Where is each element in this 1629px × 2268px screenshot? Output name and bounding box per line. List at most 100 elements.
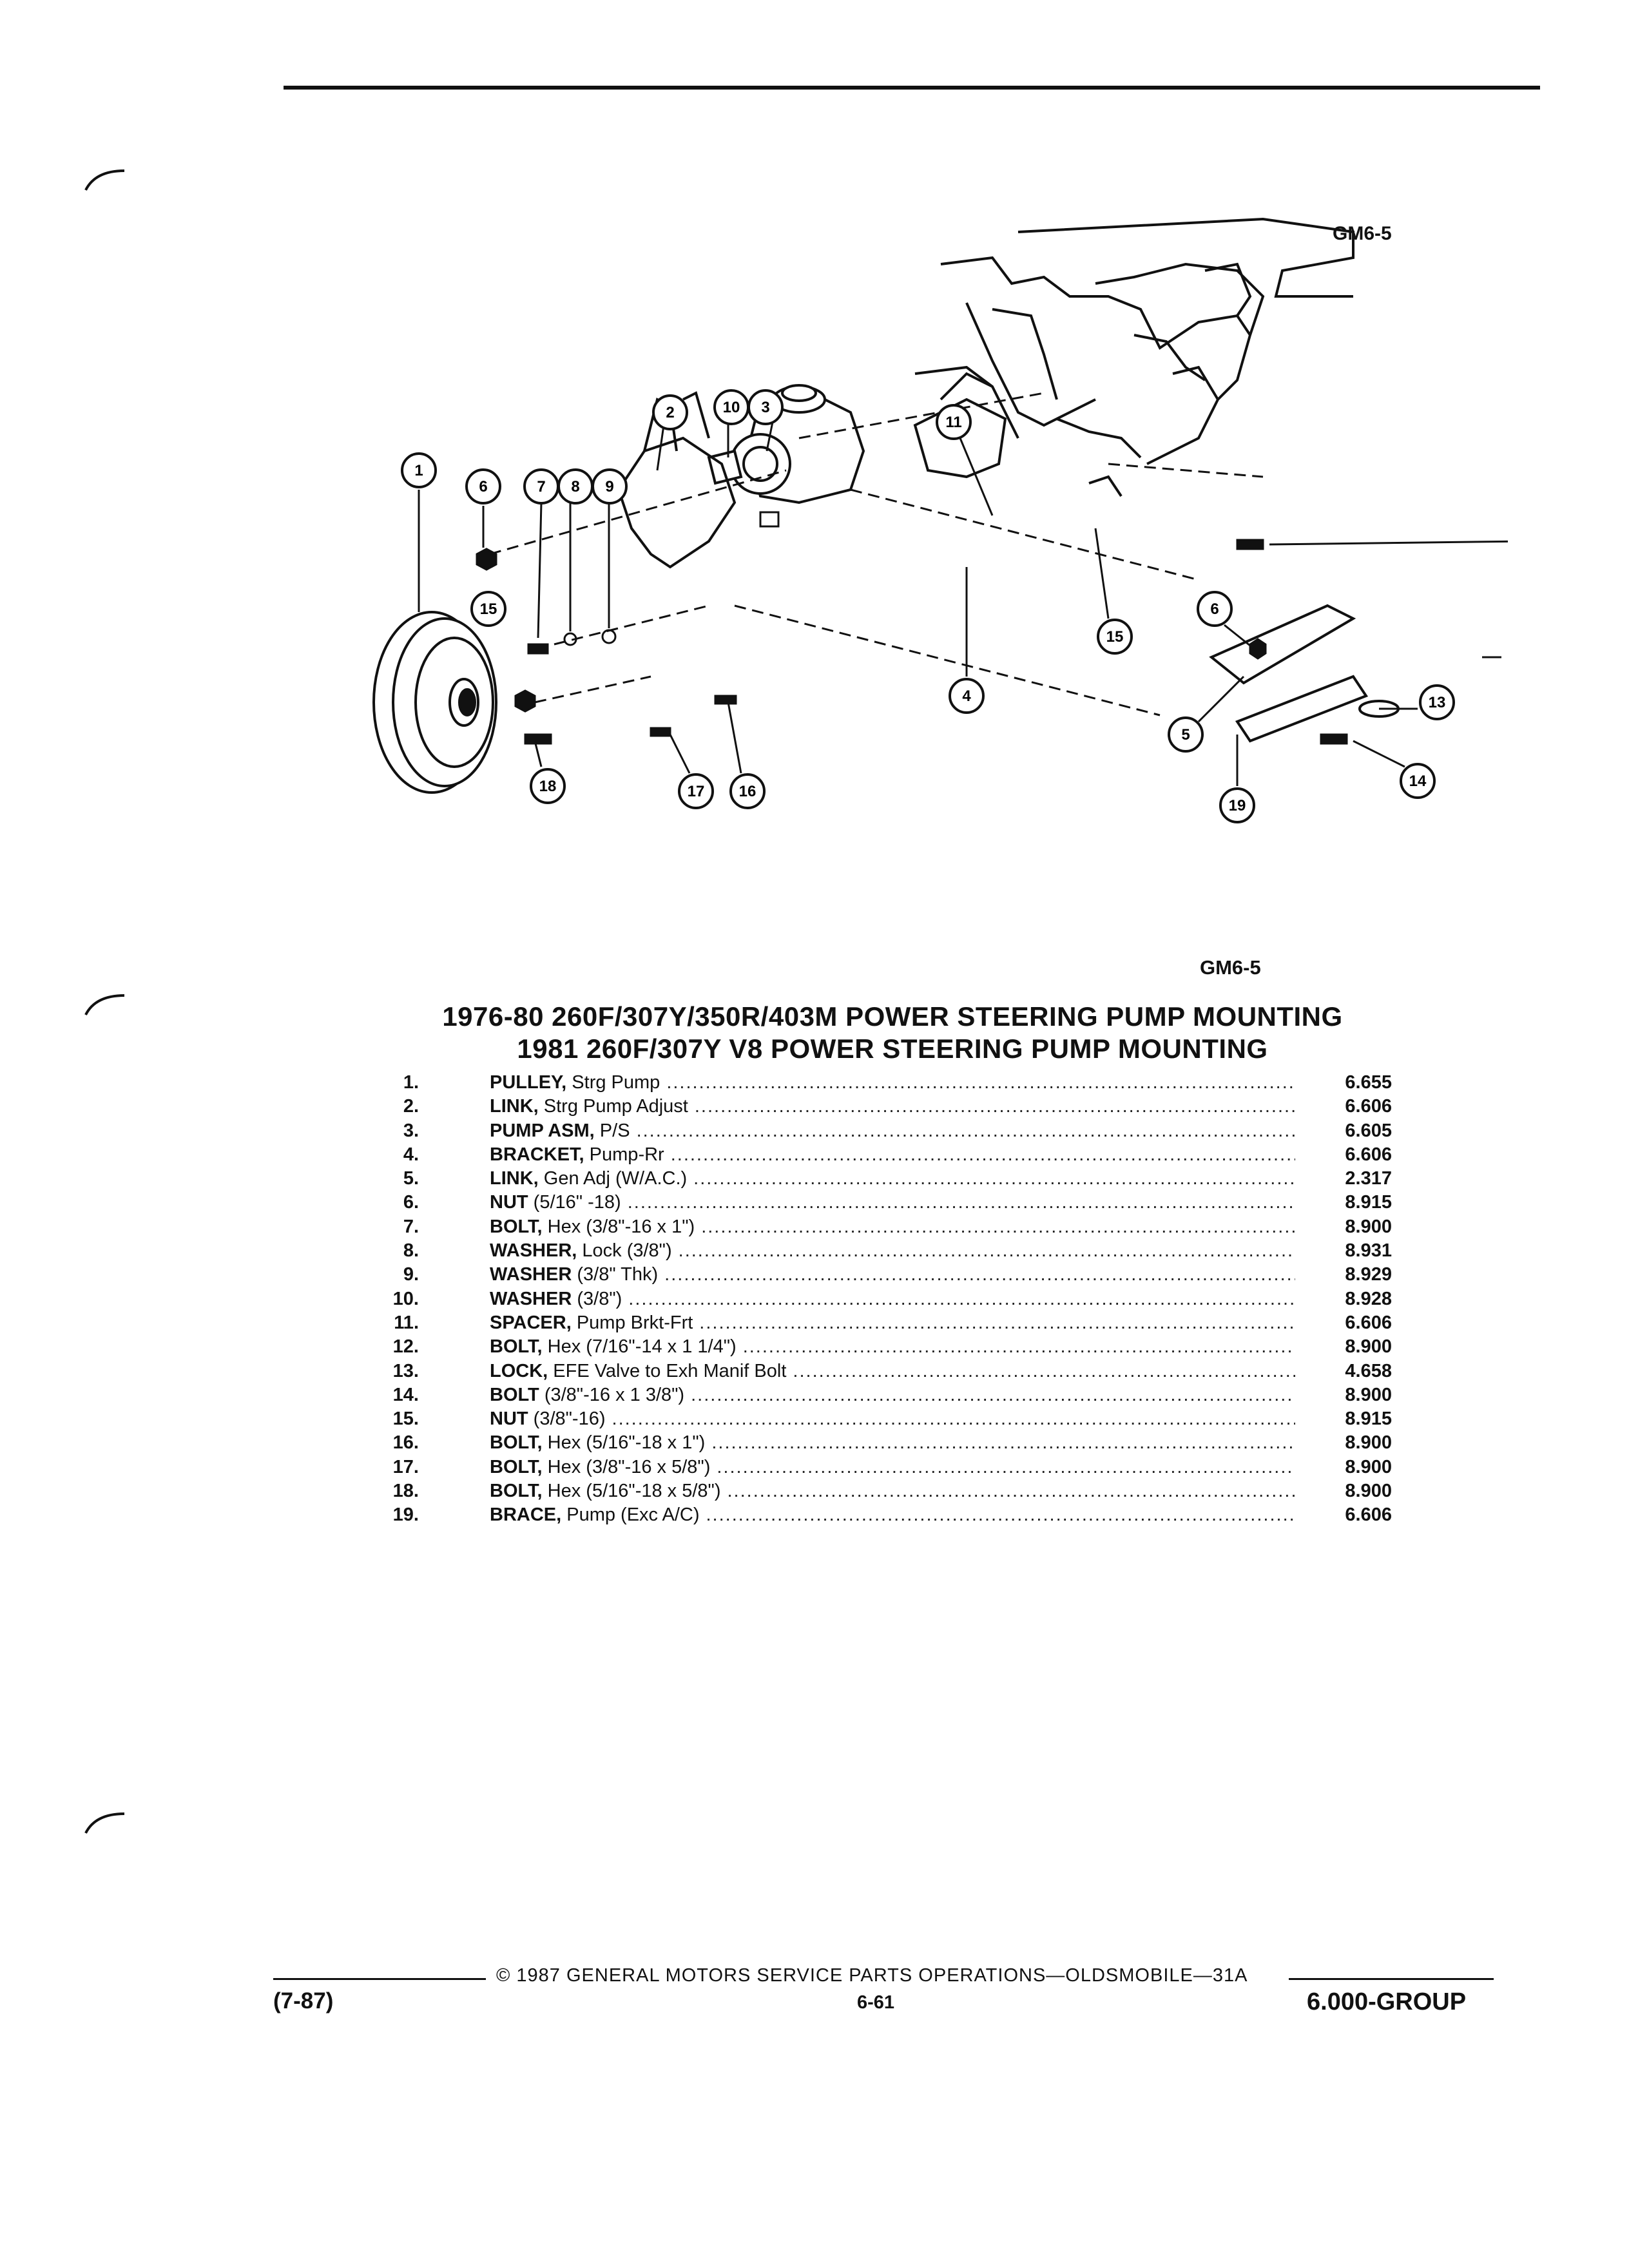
parts-row: 17.BOLT, Hex (3/8"-16 x 5/8")...........… <box>380 1457 1392 1481</box>
part-number: 15. <box>392 1408 419 1430</box>
callout-6: 6 <box>465 468 501 505</box>
part-detail: Hex (5/16"-18 x 5/8") <box>542 1481 721 1502</box>
svg-text:17: 17 <box>688 783 705 800</box>
adjust-link <box>1209 604 1400 743</box>
svg-text:18: 18 <box>539 778 557 795</box>
figure-code-top: GM6-5 <box>1333 223 1392 244</box>
part-detail: Gen Adj (W/A.C.) <box>538 1168 688 1189</box>
part-group-number: 6.606 <box>1345 1312 1392 1333</box>
part-description: LINK, Gen Adj (W/A.C.)..................… <box>490 1168 1295 1189</box>
section-title-2: 1981 260F/307Y V8 POWER STEERING PUMP MO… <box>517 1033 1268 1064</box>
part-number: 16. <box>392 1432 419 1454</box>
part-number: 2. <box>403 1096 419 1117</box>
parts-row: 8.WASHER, Lock (3/8")...................… <box>380 1240 1392 1264</box>
part-name: WASHER <box>490 1288 572 1309</box>
part-name: BOLT <box>490 1384 539 1405</box>
part-number: 17. <box>392 1456 419 1477</box>
part-description: BOLT, Hex (5/16"-18 x 5/8").............… <box>490 1481 1295 1502</box>
svg-text:9: 9 <box>605 478 613 495</box>
callout-9: 9 <box>592 468 628 505</box>
parts-row: 14.BOLT (3/8"-16 x 1 3/8")..............… <box>380 1385 1392 1408</box>
callout-4: 4 <box>949 678 985 714</box>
pulley <box>372 611 497 794</box>
part-name: BRACKET, <box>490 1144 584 1165</box>
svg-text:7: 7 <box>537 478 545 495</box>
part-description: BRACKET, Pump-Rr........................… <box>490 1144 1295 1166</box>
callout-1: 1 <box>401 452 437 488</box>
leader-dots: ........................................… <box>727 1481 1296 1502</box>
leader-dots: ........................................… <box>691 1384 1295 1405</box>
part-detail: Hex (7/16"-14 x 1 1/4") <box>542 1336 737 1358</box>
part-detail: Hex (5/16"-18 x 1") <box>542 1432 706 1454</box>
part-name: BOLT, <box>490 1456 543 1477</box>
parts-row: 7.BOLT, Hex (3/8"-16 x 1")..............… <box>380 1216 1392 1240</box>
page-number: 6-61 <box>857 1992 895 2013</box>
callout-18: 18 <box>530 768 566 804</box>
margin-mark <box>84 994 125 1015</box>
fasteners <box>476 511 1348 745</box>
part-group-number: 8.931 <box>1345 1240 1392 1262</box>
part-name: PUMP ASM, <box>490 1120 595 1141</box>
part-description: SPACER, Pump Brkt-Frt...................… <box>490 1312 1295 1334</box>
part-detail: Lock (3/8") <box>577 1240 672 1262</box>
part-number: 4. <box>403 1144 419 1165</box>
parts-row: 1.PULLEY, Strg Pump.....................… <box>380 1072 1392 1096</box>
part-group-number: 8.929 <box>1345 1264 1392 1285</box>
callout-16: 16 <box>729 773 766 809</box>
part-name: SPACER, <box>490 1312 572 1333</box>
part-group-number: 8.900 <box>1345 1432 1392 1454</box>
part-detail: Pump (Exc A/C) <box>561 1504 700 1526</box>
svg-text:4: 4 <box>962 687 971 705</box>
parts-row: 4. BRACKET, Pump-Rr......................… <box>380 1144 1392 1168</box>
part-name: BOLT, <box>490 1481 543 1502</box>
part-group-number: 8.928 <box>1345 1288 1392 1309</box>
svg-text:2: 2 <box>666 404 674 421</box>
part-name: WASHER <box>490 1264 572 1285</box>
callout-6b: 6 <box>1197 591 1233 627</box>
callout-15: 15 <box>470 591 506 627</box>
top-rule <box>284 86 1540 90</box>
margin-mark <box>84 169 125 191</box>
callout-15b: 15 <box>1097 619 1133 655</box>
parts-row: 5.LINK, Gen Adj (W/A.C.)................… <box>380 1168 1392 1192</box>
part-group-number: 2.317 <box>1345 1168 1392 1189</box>
callout-3: 3 <box>747 389 784 425</box>
part-detail: (3/8"-16 x 1 3/8") <box>539 1384 685 1405</box>
parts-illustration: 1 6 7 8 9 2 10 3 11 15 12 6 4 15 5 13 19… <box>372 217 1508 823</box>
part-description: BOLT, Hex (7/16"-14 x 1 1/4")...........… <box>490 1336 1295 1358</box>
part-number: 9. <box>403 1264 419 1285</box>
part-detail: Strg Pump Adjust <box>538 1096 688 1117</box>
part-description: NUT (5/16" -18).........................… <box>490 1192 1295 1213</box>
part-number: 12. <box>392 1336 419 1358</box>
svg-text:16: 16 <box>739 783 757 800</box>
leader-dots: ........................................… <box>711 1432 1295 1454</box>
callout-7: 7 <box>523 468 559 505</box>
leader-dots: ........................................… <box>699 1312 1295 1333</box>
figure-code-bottom: GM6-5 <box>1200 956 1261 979</box>
part-group-number: 6.606 <box>1345 1096 1392 1117</box>
engine-block <box>914 217 1354 497</box>
svg-text:1: 1 <box>414 462 423 479</box>
callout-2: 2 <box>652 394 688 430</box>
svg-text:5: 5 <box>1181 726 1190 744</box>
parts-row: 19.BRACE, Pump (Exc A/C)................… <box>380 1504 1392 1528</box>
section-title-1: 1976-80 260F/307Y/350R/403M POWER STEERI… <box>442 1001 1343 1032</box>
part-name: BOLT, <box>490 1432 543 1454</box>
parts-list: 1.PULLEY, Strg Pump.....................… <box>380 1072 1392 1529</box>
part-name: PULLEY, <box>490 1072 567 1093</box>
part-detail: Hex (3/8"-16 x 5/8") <box>542 1456 711 1477</box>
part-description: BOLT (3/8"-16 x 1 3/8").................… <box>490 1385 1295 1406</box>
part-number: 3. <box>403 1120 419 1141</box>
part-detail: (3/8" Thk) <box>572 1264 659 1285</box>
svg-text:3: 3 <box>761 399 769 416</box>
part-description: LINK, Strg Pump Adjust..................… <box>490 1096 1295 1117</box>
part-number: 8. <box>403 1240 419 1262</box>
part-description: LOCK, EFE Valve to Exh Manif Bolt.......… <box>490 1361 1295 1382</box>
callout-5: 5 <box>1168 716 1204 753</box>
leader-dots: ........................................… <box>636 1120 1295 1141</box>
part-description: BOLT, Hex (3/8"-16 x 1")................… <box>490 1216 1295 1238</box>
parts-row: 3.PUMP ASM, P/S.........................… <box>380 1120 1392 1144</box>
parts-row: 6.NUT (5/16" -18).......................… <box>380 1192 1392 1216</box>
part-name: BOLT, <box>490 1216 543 1237</box>
part-name: BRACE, <box>490 1504 562 1526</box>
